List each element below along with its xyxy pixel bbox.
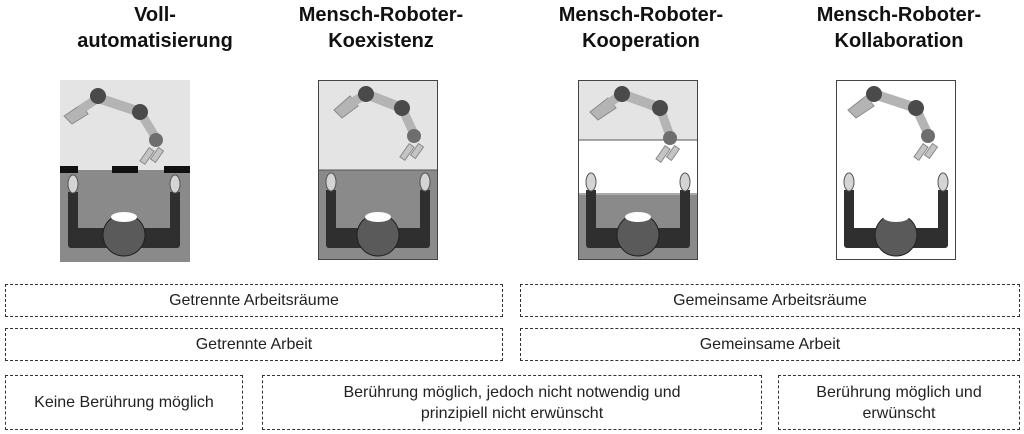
human-operator-icon xyxy=(585,172,691,257)
column-title-vollautomatisierung: Voll- automatisierung xyxy=(45,2,265,54)
separate-workspaces-box: Getrennte Arbeitsräume xyxy=(5,284,503,317)
column-title-kooperation: Mensch-Roboter- Kooperation xyxy=(531,2,751,54)
contact-desired-line-1: Berührung möglich und xyxy=(816,383,982,401)
title-line-2: Kollaboration xyxy=(834,30,964,52)
title-line-1: Mensch-Roboter- xyxy=(298,4,464,26)
no-contact-box: Keine Berührung möglich xyxy=(5,375,243,430)
title-line-2: automatisierung xyxy=(77,30,233,52)
contact-possible-line-2: prinzipiell nicht erwünscht xyxy=(420,404,604,422)
safety-fence xyxy=(60,166,190,173)
shared-work-box: Gemeinsame Arbeit xyxy=(520,328,1020,361)
column-title-koexistenz: Mensch-Roboter- Koexistenz xyxy=(271,2,491,54)
contact-possible-box: Berührung möglich, jedoch nicht notwendi… xyxy=(262,375,762,430)
contact-desired-line-2: erwünscht xyxy=(862,404,936,422)
robot-zone xyxy=(60,80,190,170)
contact-desired-box: Berührung möglich und erwünscht xyxy=(778,375,1020,430)
human-operator-icon xyxy=(325,172,431,257)
robot-arm-icon xyxy=(63,88,165,165)
shared-workspaces-box: Gemeinsame Arbeitsräume xyxy=(520,284,1020,317)
title-line-1: Voll- xyxy=(134,4,176,26)
human-operator-icon xyxy=(67,174,181,257)
panel-kooperation xyxy=(578,80,698,260)
robot-arm-icon xyxy=(589,86,681,163)
robot-arm-icon xyxy=(333,86,425,161)
robot-arm-icon xyxy=(847,86,939,161)
no-contact-label: Keine Berührung möglich xyxy=(34,394,214,411)
title-line-1: Mensch-Roboter- xyxy=(816,4,982,26)
column-title-kollaboration: Mensch-Roboter- Kollaboration xyxy=(789,2,1009,54)
panel-kollaboration xyxy=(836,80,956,260)
shared-workspaces-label: Gemeinsame Arbeitsräume xyxy=(673,292,867,309)
separate-work-box: Getrennte Arbeit xyxy=(5,328,503,361)
panel-vollautomatisierung xyxy=(60,80,190,262)
separate-work-label: Getrennte Arbeit xyxy=(195,336,313,353)
title-line-2: Kooperation xyxy=(582,30,700,52)
panel-koexistenz xyxy=(318,80,438,260)
human-operator-icon xyxy=(843,172,949,257)
contact-possible-line-1: Berührung möglich, jedoch nicht notwendi… xyxy=(343,383,681,401)
title-line-2: Koexistenz xyxy=(328,30,434,52)
separate-workspaces-label: Getrennte Arbeitsräume xyxy=(169,292,339,309)
title-line-1: Mensch-Roboter- xyxy=(558,4,724,26)
shared-work-label: Gemeinsame Arbeit xyxy=(699,336,841,353)
